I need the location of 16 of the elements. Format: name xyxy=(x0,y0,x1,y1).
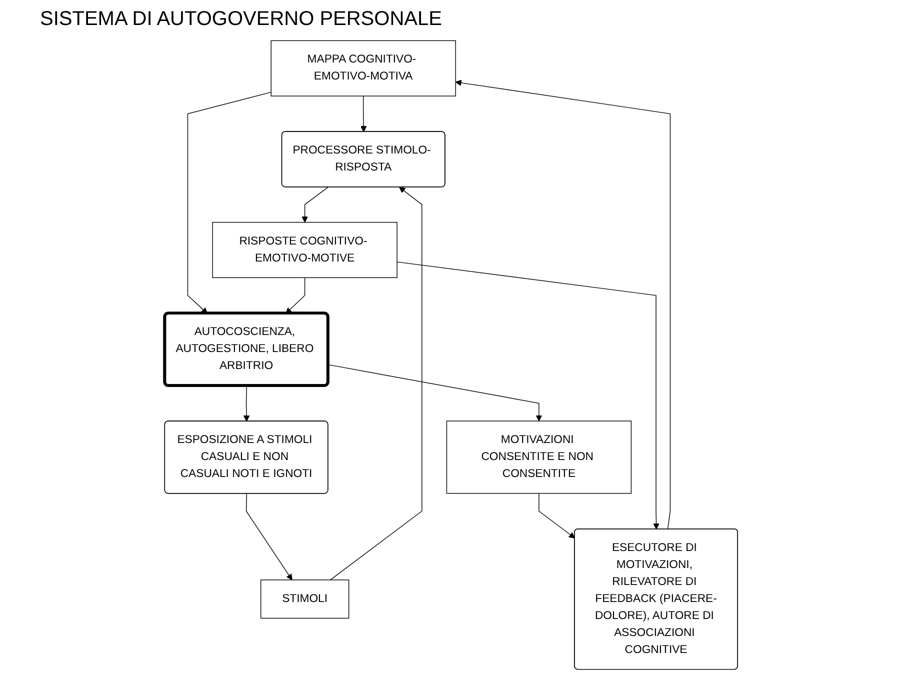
arrow xyxy=(302,186,329,223)
node-box: RISPOSTE COGNITIVO- EMOTIVO-MOTIVE xyxy=(212,222,398,278)
arrow xyxy=(397,262,660,530)
arrow xyxy=(244,386,250,422)
node-box: MOTIVAZIONI CONSENTITE E NON CONSENTITE xyxy=(446,420,632,494)
arrow xyxy=(328,364,542,422)
arrow xyxy=(538,493,576,538)
arrow xyxy=(360,96,368,132)
diagram-title: SISTEMA DI AUTOGOVERNO PERSONALE xyxy=(40,8,443,31)
arrow xyxy=(330,186,423,580)
node-box: MAPPA COGNITIVO- EMOTIVO-MOTIVA xyxy=(271,40,456,96)
arrow xyxy=(188,92,272,314)
arrow xyxy=(246,493,293,580)
arrow xyxy=(286,277,306,314)
arrow xyxy=(456,80,671,530)
node-box: STIMOLI xyxy=(260,580,350,619)
